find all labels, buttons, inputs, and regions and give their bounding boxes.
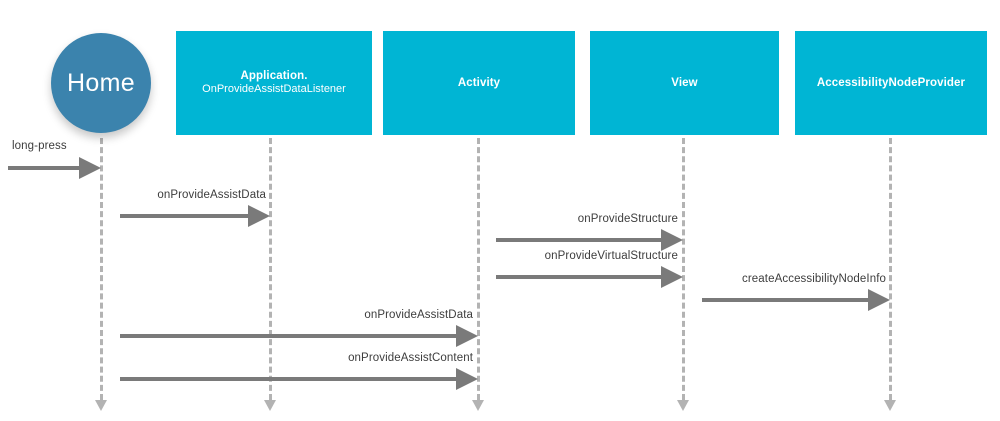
message-on-provide-assist-content-arrow-icon — [456, 368, 478, 390]
message-on-provide-structure-label: onProvideStructure — [577, 213, 678, 225]
home-lifeline-arrow-icon — [95, 400, 107, 411]
message-on-provide-virtual-structure-line — [496, 275, 661, 279]
message-on-provide-virtual-structure-label: onProvideVirtualStructure — [544, 250, 678, 262]
accessibility-node-provider-lifeline — [889, 138, 892, 400]
message-on-provide-assist-data-2-label: onProvideAssistData — [364, 309, 473, 321]
message-on-provide-assist-data-2-line — [120, 334, 456, 338]
participant-activity: Activity — [383, 31, 575, 135]
message-on-provide-structure-line — [496, 238, 661, 242]
message-on-provide-assist-data-1-arrow-icon — [248, 205, 270, 227]
message-create-accessibility-node-info-arrow-icon — [868, 289, 890, 311]
application-listener-lifeline-arrow-icon — [264, 400, 276, 411]
message-create-accessibility-node-info-line — [702, 298, 868, 302]
participant-application-listener-sublabel: OnProvideAssistDataListener — [202, 83, 346, 96]
message-long-press-line — [8, 166, 79, 170]
view-lifeline-arrow-icon — [677, 400, 689, 411]
participant-activity-label: Activity — [457, 76, 501, 89]
message-on-provide-assist-data-1-label: onProvideAssistData — [157, 189, 266, 201]
message-on-provide-assist-content-label: onProvideAssistContent — [348, 352, 473, 364]
participant-view-label: View — [671, 76, 698, 89]
message-on-provide-structure-arrow-icon — [661, 229, 683, 251]
participant-accessibility-node-provider-label: AccessibilityNodeProvider — [816, 76, 966, 89]
application-listener-lifeline — [269, 138, 272, 400]
actor-home: Home — [51, 33, 151, 133]
message-on-provide-assist-data-2-arrow-icon — [456, 325, 478, 347]
activity-lifeline-arrow-icon — [472, 400, 484, 411]
participant-application-listener: Application.OnProvideAssistDataListener — [176, 31, 372, 135]
participant-view: View — [590, 31, 779, 135]
participant-application-listener-label: Application.OnProvideAssistDataListener — [202, 69, 346, 96]
actor-home-label: Home — [67, 68, 135, 97]
message-create-accessibility-node-info-label: createAccessibilityNodeInfo — [742, 273, 886, 285]
accessibility-node-provider-lifeline-arrow-icon — [884, 400, 896, 411]
message-on-provide-virtual-structure-arrow-icon — [661, 266, 683, 288]
message-long-press-arrow-icon — [79, 157, 101, 179]
participant-accessibility-node-provider: AccessibilityNodeProvider — [795, 31, 987, 135]
message-on-provide-assist-data-1-line — [120, 214, 248, 218]
home-lifeline — [100, 138, 103, 400]
message-on-provide-assist-content-line — [120, 377, 456, 381]
view-lifeline — [682, 138, 685, 400]
message-long-press-label: long-press — [12, 140, 67, 152]
activity-lifeline — [477, 138, 480, 400]
